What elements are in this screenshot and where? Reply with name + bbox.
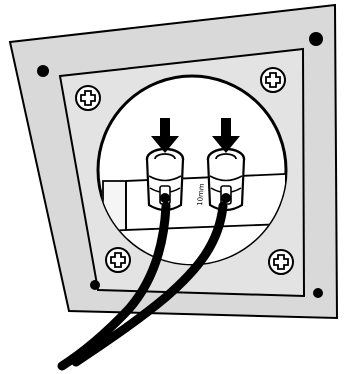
screw-icon (105, 247, 131, 273)
corner-dot-bottom-right (313, 288, 323, 298)
speaker-cable-icon (57, 201, 228, 371)
screw-icon (75, 85, 101, 111)
speaker-terminal-icon (145, 147, 185, 212)
terminal-label: 10mm (196, 183, 206, 206)
corner-dot-top-left (37, 65, 49, 77)
arrow-down-icon (212, 118, 240, 153)
magnified-terminal-recess: 10mm (96, 74, 288, 266)
speaker-terminal-icon (206, 147, 246, 212)
screw-icon (260, 67, 286, 93)
arrow-down-icon (151, 118, 179, 153)
corner-dot-top-right (309, 32, 323, 46)
screw-icon (268, 249, 294, 275)
corner-dot-bottom-left (90, 280, 100, 290)
